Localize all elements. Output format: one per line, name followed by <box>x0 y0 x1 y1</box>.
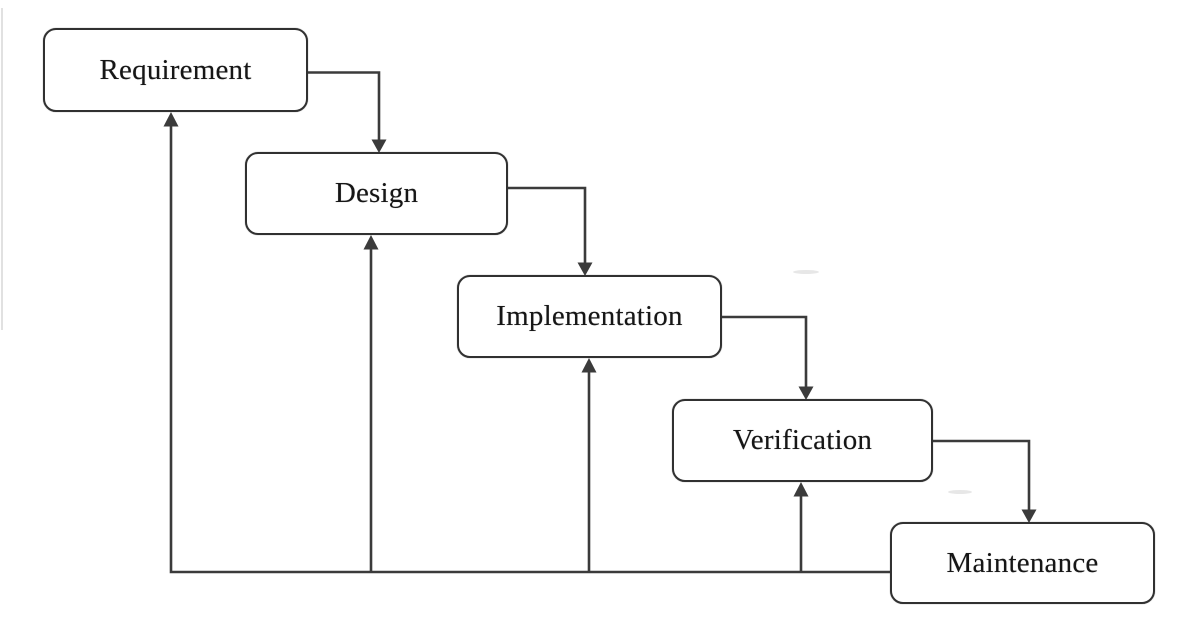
arrowhead-down-icon <box>798 386 814 400</box>
edge-feedback-to-design <box>363 235 379 572</box>
arrowhead-up-icon <box>363 235 379 250</box>
edge-verification-to-maintenance <box>933 439 1037 523</box>
arrowhead-up-icon <box>581 358 597 373</box>
arrowhead-down-icon <box>577 262 593 276</box>
scan-edge-artifact <box>1 8 3 330</box>
scan-smudge-artifact <box>948 490 972 494</box>
scan-smudge-artifact <box>793 270 819 274</box>
node-design-label: Design <box>334 177 419 209</box>
node-implementation: Implementation <box>457 275 722 358</box>
node-verification-label: Verification <box>732 424 873 456</box>
node-verification: Verification <box>672 399 933 482</box>
edge-design-to-implementation <box>508 186 593 276</box>
edge-maintenance-feedback-bus <box>163 112 890 574</box>
arrowhead-down-icon <box>1021 509 1037 523</box>
edge-feedback-to-verification <box>793 482 809 572</box>
node-requirement-label: Requirement <box>99 53 252 86</box>
node-maintenance: Maintenance <box>890 522 1155 604</box>
node-requirement: Requirement <box>43 28 308 112</box>
edge-feedback-to-implementation <box>581 358 597 572</box>
node-design: Design <box>245 152 508 235</box>
edge-requirement-to-design <box>308 71 387 153</box>
node-maintenance-label: Maintenance <box>946 546 1099 579</box>
arrowhead-down-icon <box>371 139 387 153</box>
arrowhead-up-icon <box>163 112 179 127</box>
arrowhead-up-icon <box>793 482 809 497</box>
node-implementation-label: Implementation <box>496 300 683 332</box>
edge-implementation-to-verification <box>722 315 814 400</box>
